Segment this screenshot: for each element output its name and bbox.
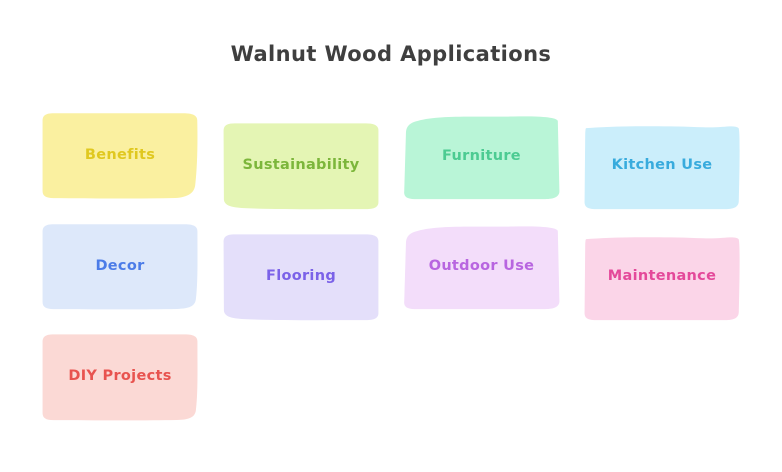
topic-card[interactable]: Benefits: [41, 112, 199, 199]
card-label: Kitchen Use: [611, 157, 713, 174]
card-shape: [223, 234, 379, 321]
card-shape: [42, 334, 198, 421]
card-label: Outdoor Use: [428, 257, 535, 274]
card-shape: [223, 123, 379, 210]
card-label: Flooring: [265, 268, 337, 285]
topic-card[interactable]: Furniture: [402, 113, 561, 200]
card-shape: [42, 113, 198, 199]
card-shape: [404, 226, 560, 310]
card-label: Benefits: [84, 146, 156, 163]
card-shape: [584, 126, 740, 210]
card-label: DIY Projects: [68, 368, 172, 385]
topic-card[interactable]: Kitchen Use: [583, 122, 741, 210]
topic-card[interactable]: Sustainability: [222, 122, 380, 210]
card-label: Decor: [95, 257, 145, 274]
card-shape: [42, 224, 198, 310]
topic-card[interactable]: DIY Projects: [41, 333, 199, 421]
topic-card[interactable]: Flooring: [222, 233, 380, 321]
card-label: Maintenance: [607, 268, 717, 285]
card-shape: [584, 237, 740, 321]
topic-card[interactable]: Decor: [41, 223, 199, 310]
page-title: Walnut Wood Applications: [230, 42, 552, 66]
topic-card[interactable]: Outdoor Use: [402, 223, 561, 310]
topic-card[interactable]: Maintenance: [583, 233, 741, 321]
card-label: Sustainability: [242, 157, 360, 174]
card-shape: [404, 116, 560, 200]
card-label: Furniture: [442, 147, 521, 164]
